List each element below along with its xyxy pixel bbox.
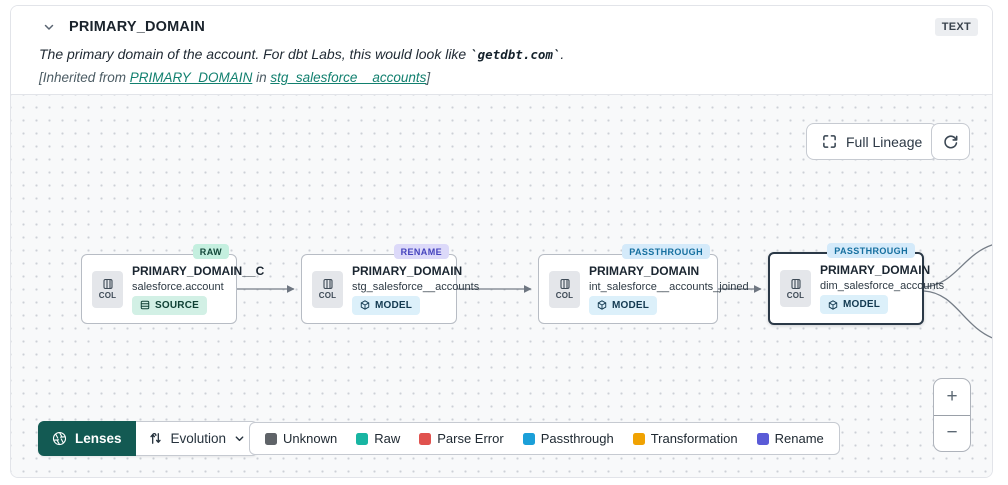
node-model-name: int_salesforce__accounts_joined: [589, 280, 749, 293]
legend-item: Parse Error: [419, 431, 504, 446]
refresh-button[interactable]: [931, 123, 970, 160]
node-resource-badge: SOURCE: [132, 295, 207, 315]
column-icon: COL: [780, 270, 811, 307]
legend-item: Transformation: [632, 431, 738, 446]
chevron-down-icon: [235, 436, 244, 442]
node-column-name: PRIMARY_DOMAIN: [589, 263, 700, 278]
lens-aperture-icon: [52, 431, 67, 446]
lineage-node-source[interactable]: RAW COL PRIMARY_DOMAIN__C salesforce.acc…: [81, 244, 265, 324]
node-column-name: PRIMARY_DOMAIN: [352, 263, 463, 278]
node-status-tag: PASSTHROUGH: [622, 244, 710, 259]
node-resource-badge: MODEL: [820, 295, 889, 314]
inherited-model-link[interactable]: stg_salesforce__accounts: [270, 70, 427, 85]
lineage-node-intermediate[interactable]: PASSTHROUGH COL PRIMARY_DOMAIN int_sales…: [538, 244, 749, 324]
legend-item: Rename: [756, 431, 824, 446]
node-status-tag: RAW: [192, 244, 229, 259]
inherited-from-note: [Inherited from PRIMARY_DOMAIN in stg_sa…: [39, 70, 431, 85]
legend-swatch-unknown: [265, 432, 277, 445]
node-status-tag: RENAME: [393, 244, 449, 259]
zoom-in-button[interactable]: +: [934, 379, 970, 416]
inherited-column-link[interactable]: PRIMARY_DOMAIN: [129, 70, 253, 85]
full-lineage-button[interactable]: Full Lineage: [806, 123, 939, 160]
lineage-node-staging[interactable]: RENAME COL PRIMARY_DOMAIN stg_salesforce…: [301, 244, 480, 324]
column-header: PRIMARY_DOMAIN TEXT The primary domain o…: [11, 6, 992, 97]
expand-icon: [822, 134, 837, 149]
evolution-icon: [149, 433, 161, 444]
zoom-controls: + −: [933, 378, 971, 452]
model-icon: [597, 300, 607, 310]
lenses-button[interactable]: Lenses: [38, 421, 136, 456]
legend-item: Unknown: [265, 431, 337, 446]
node-model-name: dim_salesforce_accounts: [820, 280, 945, 292]
model-icon: [360, 300, 370, 310]
node-status-tag: PASSTHROUGH: [827, 243, 915, 258]
full-lineage-label: Full Lineage: [846, 133, 923, 150]
legend-swatch-rename: [756, 432, 769, 445]
legend-item: Passthrough: [522, 431, 614, 446]
column-lineage-panel: PRIMARY_DOMAIN TEXT The primary domain o…: [10, 5, 993, 478]
node-resource-badge: MODEL: [589, 295, 658, 315]
source-icon: [140, 300, 150, 310]
column-icon: COL: [312, 270, 343, 308]
legend-swatch-passthrough: [522, 432, 535, 445]
lenses-control: Lenses Evolution: [38, 421, 259, 456]
lenses-label: Lenses: [75, 431, 122, 446]
column-title: PRIMARY_DOMAIN: [69, 19, 205, 35]
column-type-badge: TEXT: [934, 18, 978, 36]
lineage-node-dim-selected[interactable]: PASSTHROUGH COL PRIMARY_DOMAIN dim_sales…: [768, 243, 945, 325]
node-column-name: PRIMARY_DOMAIN__C: [132, 263, 265, 278]
column-description: The primary domain of the account. For d…: [39, 46, 565, 62]
column-icon: COL: [549, 270, 580, 308]
description-code: `getdbt.com`: [470, 47, 561, 62]
legend-swatch-raw: [356, 432, 369, 445]
node-model-name: stg_salesforce__accounts: [352, 280, 480, 293]
column-icon: COL: [92, 270, 123, 308]
model-icon: [828, 299, 838, 310]
refresh-icon: [942, 133, 959, 150]
node-resource-badge: MODEL: [352, 295, 421, 315]
collapse-chevron-icon[interactable]: [39, 17, 59, 37]
legend-swatch-parse-error: [419, 432, 432, 445]
legend-item: Raw: [356, 431, 400, 446]
selected-lens-label: Evolution: [170, 431, 227, 446]
lens-legend: Unknown Raw Parse Error Passthrough Tran…: [249, 422, 840, 455]
lineage-canvas[interactable]: Full Lineage RAW COL PRIMARY_DOMAIN__C s…: [11, 94, 992, 477]
zoom-out-button[interactable]: −: [934, 416, 970, 452]
legend-swatch-transformation: [632, 432, 645, 445]
lens-dropdown[interactable]: Evolution: [135, 421, 259, 456]
node-column-name: PRIMARY_DOMAIN: [820, 263, 931, 277]
node-model-name: salesforce.account: [132, 280, 224, 293]
